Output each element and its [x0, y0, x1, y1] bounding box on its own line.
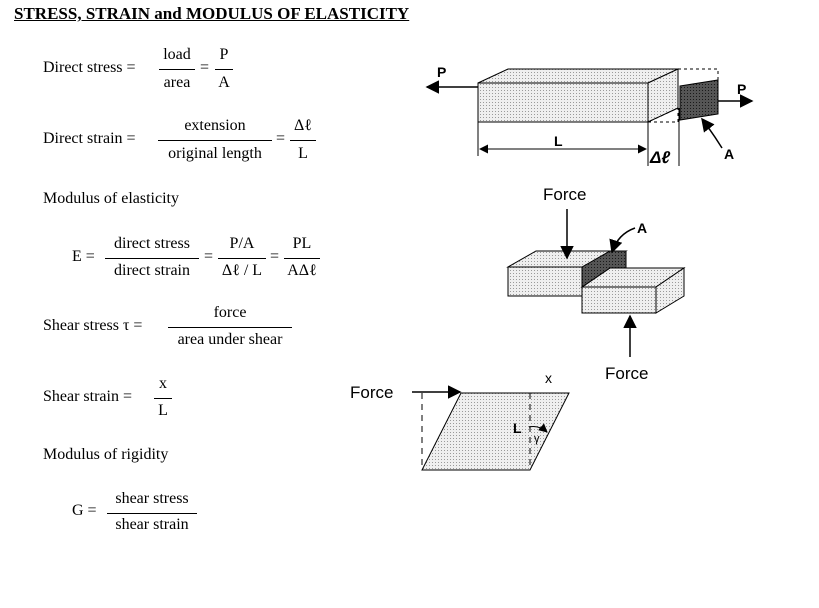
direct-stress-label: Direct stress = — [43, 59, 136, 76]
shear-block-figure — [506, 209, 686, 357]
direct-stress-num2: P — [219, 46, 229, 63]
modulus-elasticity-den1: direct strain — [114, 262, 190, 279]
fraction-bar — [284, 258, 320, 259]
equals-sign: = — [276, 130, 286, 147]
fraction-bar — [107, 513, 197, 514]
modulus-rigidity-label: G = — [72, 502, 97, 519]
p-right-label: P — [737, 81, 746, 97]
fraction-bar — [215, 69, 233, 70]
modulus-elasticity-den3: AΔℓ — [287, 262, 317, 279]
shear-strain-den: L — [158, 402, 168, 419]
equals-sign: = — [200, 59, 210, 76]
force-shear-label: Force — [350, 383, 393, 402]
fraction-bar — [159, 69, 195, 70]
equals-sign: = — [204, 248, 214, 265]
direct-strain-num1: extension — [184, 117, 246, 134]
fraction-bar — [218, 258, 266, 259]
direct-strain-den1: original length — [168, 145, 262, 162]
shear-strain-label: Shear strain = — [43, 388, 132, 405]
direct-strain-den2: L — [298, 145, 308, 162]
fraction-bar — [158, 140, 272, 141]
force-top-label: Force — [543, 185, 586, 204]
gamma-label: γ — [534, 433, 540, 445]
direct-stress-den1: area — [163, 74, 191, 91]
area-label-1: A — [724, 146, 734, 162]
p-left-label: P — [437, 64, 446, 80]
modulus-rigidity-heading: Modulus of rigidity — [43, 446, 169, 463]
fraction-bar — [168, 327, 292, 328]
shear-stress-label: Shear stress τ = — [43, 317, 143, 334]
area-label-2: A — [637, 220, 647, 236]
modulus-elasticity-num3: PL — [292, 235, 312, 252]
page-title: STRESS, STRAIN and MODULUS OF ELASTICITY — [14, 4, 410, 23]
shear-stress-num: force — [213, 304, 247, 321]
force-bottom-label: Force — [605, 364, 648, 383]
fraction-bar — [290, 140, 316, 141]
length-label: L — [554, 133, 563, 149]
tension-bar-figure — [425, 68, 754, 166]
l-label: L — [513, 420, 522, 436]
modulus-rigidity-num: shear stress — [115, 490, 189, 507]
direct-stress-num1: load — [163, 46, 191, 63]
fraction-bar — [154, 398, 172, 399]
shear-stress-den: area under shear — [177, 331, 283, 348]
equals-sign: = — [270, 248, 280, 265]
direct-stress-den2: A — [218, 74, 230, 91]
modulus-elasticity-heading: Modulus of elasticity — [43, 190, 179, 207]
modulus-elasticity-num1: direct stress — [114, 235, 190, 252]
fraction-bar — [105, 258, 199, 259]
delta-label: Δℓ — [649, 148, 670, 167]
modulus-rigidity-den: shear strain — [115, 516, 189, 533]
direct-strain-num2: Δℓ — [294, 117, 312, 134]
direct-strain-label: Direct strain = — [43, 130, 136, 147]
shear-strain-num: x — [159, 375, 167, 392]
modulus-elasticity-num2: P/A — [229, 235, 255, 252]
modulus-elasticity-den2: Δℓ / L — [221, 262, 263, 279]
shear-strain-figure — [412, 385, 570, 471]
modulus-elasticity-label: E = — [72, 248, 95, 265]
x-label: x — [545, 370, 552, 386]
